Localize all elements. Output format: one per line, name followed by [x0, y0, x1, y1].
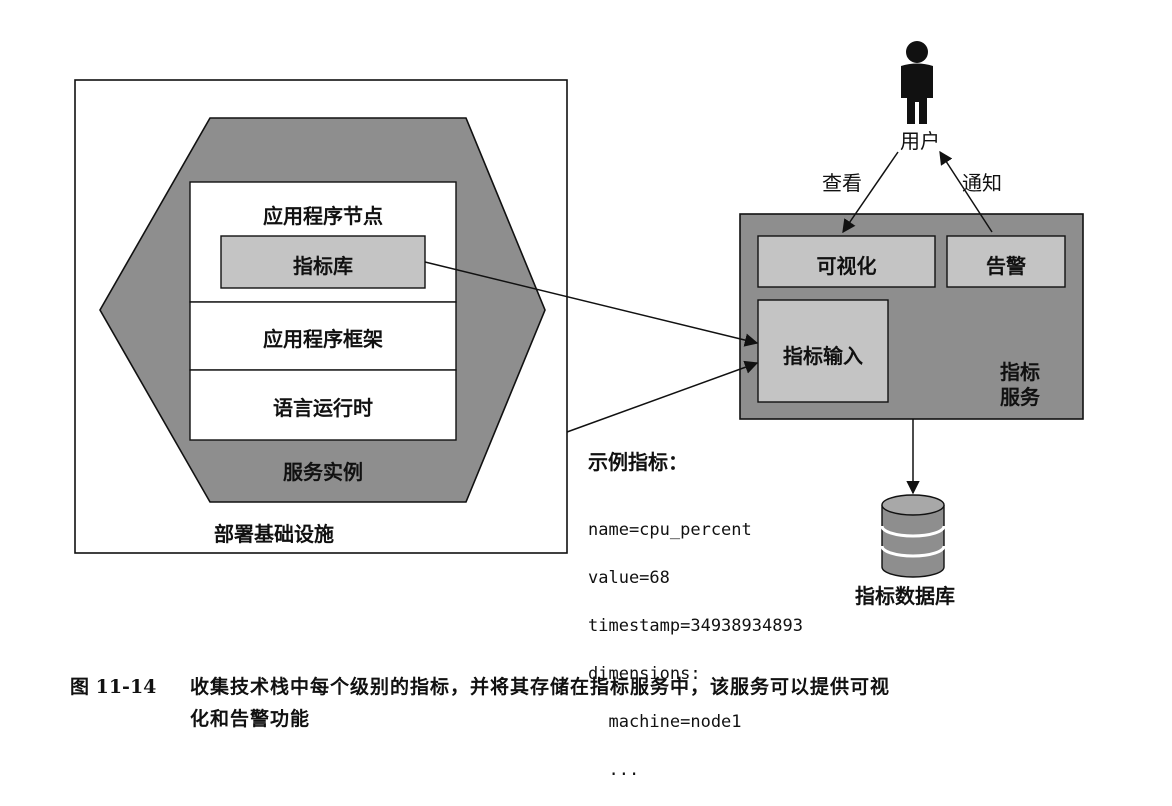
example-title: 示例指标：	[588, 450, 688, 474]
runtime-label: 语言运行时	[273, 396, 373, 420]
visualization-label: 可视化	[816, 254, 877, 278]
metrics-library-label: 指标库	[293, 254, 353, 278]
caption-line1: 收集技术栈中每个级别的指标，并将其存储在指标服务中，该服务可以提供可视	[190, 676, 891, 698]
example-line: name=cpu_percent	[588, 520, 752, 540]
framework-layer	[189, 301, 457, 371]
alerting-box	[946, 235, 1066, 288]
example-line: machine=node1	[588, 712, 742, 732]
view-label: 查看	[822, 171, 862, 195]
infrastructure-to-ingestion-arrow	[566, 360, 759, 433]
caption-line2: 化和告警功能	[190, 708, 311, 730]
visualization-box	[757, 235, 936, 288]
infrastructure-label: 部署基础设施	[214, 522, 334, 546]
library-to-ingestion-arrow	[424, 261, 759, 347]
ingestion-label: 指标输入	[783, 344, 863, 368]
view-arrow	[842, 151, 899, 234]
service-instance-label: 服务实例	[283, 460, 363, 484]
alerting-label: 告警	[986, 254, 1026, 278]
notify-label: 通知	[962, 171, 1002, 195]
architecture-diagram	[74, 41, 1084, 578]
user-label: 用户	[900, 129, 940, 153]
framework-label: 应用程序框架	[263, 327, 383, 351]
metrics-library-box	[220, 235, 426, 289]
database-label: 指标数据库	[855, 584, 955, 608]
notify-arrow	[939, 150, 993, 233]
example-line: timestamp=34938934893	[588, 616, 803, 636]
person-icon	[901, 41, 933, 124]
runtime-layer	[189, 369, 457, 441]
ingestion-box	[757, 299, 889, 403]
example-metric-block: name=cpu_percent value=68 timestamp=3493…	[588, 494, 803, 806]
example-line: dimensions:	[588, 664, 701, 684]
metrics-service-label-line2: 服务	[1000, 385, 1040, 409]
caption-number: 图 11-14	[70, 676, 157, 698]
example-line: ...	[588, 760, 640, 780]
example-line: value=68	[588, 568, 670, 588]
database-icon	[880, 494, 946, 578]
metrics-service-label-line1: 指标	[1000, 360, 1040, 384]
app-node-label: 应用程序节点	[263, 204, 383, 228]
